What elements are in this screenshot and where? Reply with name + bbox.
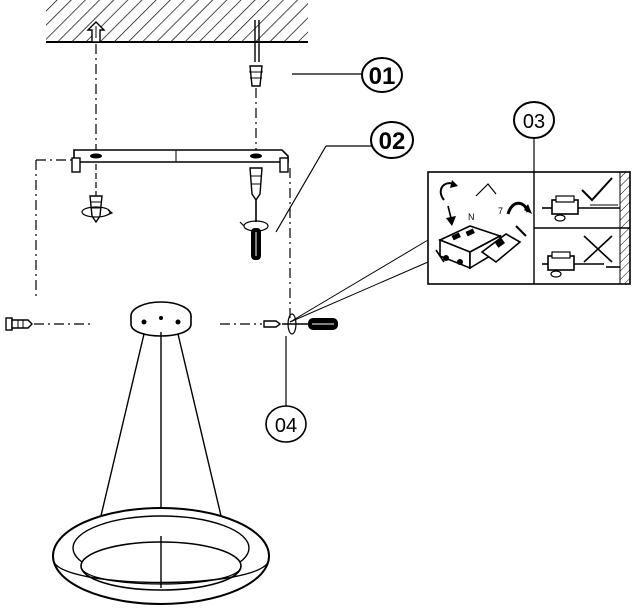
callout-04: 04 (265, 405, 307, 443)
callout-04-label: 04 (275, 415, 297, 437)
terminal-correct-icon (542, 195, 620, 222)
terminal-wrong-icon (542, 251, 620, 278)
ceiling-hatch-icon (46, 0, 308, 43)
callout-02-label: 02 (379, 128, 406, 155)
screw-icon (5, 317, 33, 331)
zoom-line-upper (289, 239, 429, 323)
screw-icon (263, 320, 282, 328)
callout-03: 03 (513, 101, 555, 139)
pendant-ring-lamp-icon (52, 301, 270, 605)
zoom-line-lower (289, 261, 429, 323)
screw-icon (249, 167, 263, 202)
screwdriver-icon (239, 200, 269, 260)
callout-03-label: 03 (523, 111, 545, 133)
check-mark-icon (581, 177, 613, 202)
screw-icon (81, 164, 114, 224)
screwdriver-icon (282, 313, 338, 335)
callout-02: 02 (370, 121, 414, 159)
callout-01: 01 (361, 57, 403, 93)
callout-01-label: 01 (369, 63, 396, 90)
terminal-detail-panel (427, 171, 631, 285)
cross-mark-icon (583, 235, 613, 263)
mark-n: N (468, 212, 475, 222)
mounting-bracket-icon (71, 149, 289, 173)
wall-plug-icon (249, 65, 263, 87)
terminal-block-icon: N 7 (435, 180, 532, 270)
drill-bit-icon (254, 20, 260, 62)
leader-line-02 (275, 145, 327, 233)
mark-7: 7 (498, 206, 503, 216)
wall-plug-icon (86, 21, 106, 43)
